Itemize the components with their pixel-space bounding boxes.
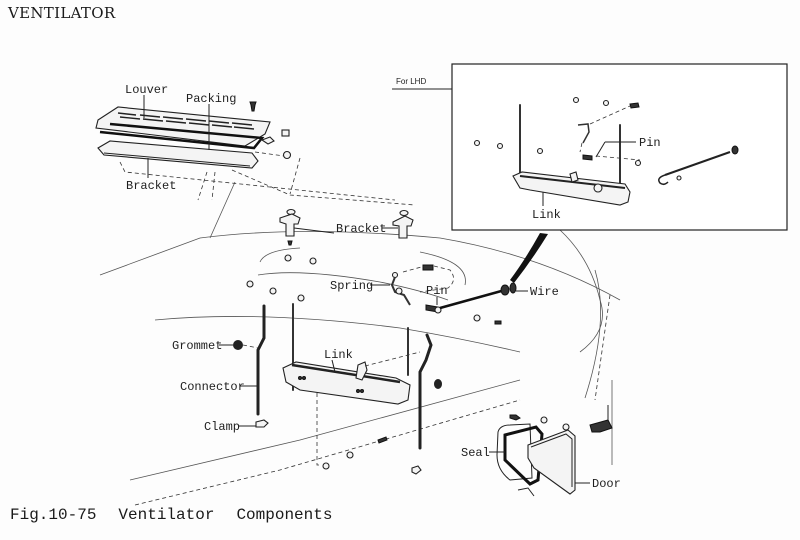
- link-assembly: [282, 303, 421, 466]
- caption-word-2: Components: [236, 506, 333, 524]
- packing-part: [99, 122, 265, 150]
- lower-fasteners: [322, 436, 422, 475]
- label-wire: Wire: [530, 285, 559, 299]
- connector-left-part: [256, 304, 266, 416]
- label-connector: Connector: [180, 380, 245, 394]
- inset-label-link: Link: [532, 208, 561, 222]
- label-louver: Louver: [125, 83, 168, 97]
- inset-label-pin: Pin: [639, 136, 661, 150]
- inset-lhd: For LHD: [392, 63, 788, 231]
- label-door: Door: [592, 477, 621, 491]
- caption-word-1: Ventilator: [118, 506, 215, 524]
- pin-part: [425, 304, 442, 314]
- figure-number: Fig.10-75: [10, 506, 97, 524]
- spring-dash: [402, 265, 454, 293]
- louver-fasteners: [249, 101, 292, 160]
- label-link: Link: [324, 348, 353, 362]
- label-bracket-top: Bracket: [126, 179, 176, 193]
- connector-right-part: [418, 333, 433, 450]
- vehicle-body-outline: [99, 181, 621, 506]
- label-seal: Seal: [461, 446, 490, 460]
- door-part: [527, 429, 576, 495]
- grommet-right: [434, 379, 442, 389]
- label-packing: Packing: [186, 92, 236, 106]
- grommet-part: [233, 340, 259, 350]
- wire-cable-part: [439, 282, 517, 310]
- bracket-plate-part: [97, 140, 259, 169]
- label-spring: Spring: [330, 279, 373, 293]
- misc-fasteners: [246, 254, 502, 325]
- label-pin: Pin: [426, 284, 448, 298]
- door-hinge-part: [589, 405, 613, 433]
- center-bracket-right: [392, 209, 414, 239]
- door-fasteners: [509, 414, 570, 497]
- leader-arrow: [510, 233, 548, 283]
- figure-caption: Fig.10-75 Ventilator Components: [10, 506, 354, 524]
- louver-part: [95, 106, 271, 147]
- label-bracket-mid: Bracket: [336, 222, 386, 236]
- label-clamp: Clamp: [204, 420, 240, 434]
- label-grommet: Grommet: [172, 339, 222, 353]
- seal-part: [496, 423, 544, 486]
- label-leaders: [143, 95, 590, 484]
- louver-leader-lines: [119, 151, 416, 206]
- page-title: VENTILATOR: [8, 4, 116, 22]
- inset-tag: For LHD: [396, 77, 426, 86]
- spring-part: [390, 271, 411, 306]
- clamp-part: [255, 419, 269, 428]
- center-bracket-left: [279, 208, 301, 246]
